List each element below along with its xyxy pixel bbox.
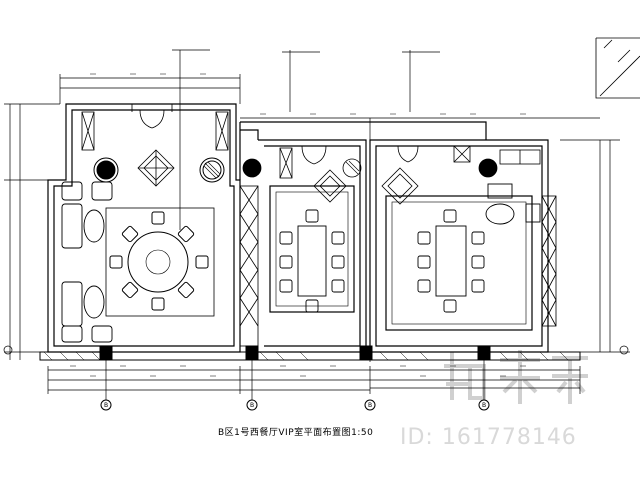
room-3-door xyxy=(397,145,541,178)
partition-1 xyxy=(239,158,262,347)
partition-2 xyxy=(541,195,557,327)
top-dimensions xyxy=(59,49,600,362)
room-2-walls xyxy=(240,121,370,353)
room-3-walls xyxy=(369,121,549,353)
drawing-caption: B区1号西餐厅VIP室平面布置图1:50 xyxy=(218,428,374,437)
north-arrow-box xyxy=(595,37,640,99)
room-3-table xyxy=(417,183,541,313)
right-dimensions xyxy=(560,139,630,355)
bottom-wall xyxy=(39,345,581,361)
room-2-diamond xyxy=(313,169,347,203)
axis-label: B xyxy=(250,402,254,409)
bottom-dimensions xyxy=(47,360,581,400)
axis-label: B xyxy=(104,402,108,409)
room-2-door xyxy=(279,145,362,179)
room-3-diamond xyxy=(381,167,419,205)
axis-markers: B B B B xyxy=(100,399,490,411)
dimension-ticks xyxy=(70,73,526,377)
room-1-diamond xyxy=(137,149,175,187)
left-dimensions xyxy=(3,103,60,360)
axis-label: B xyxy=(368,402,372,409)
axis-label: B xyxy=(482,402,486,409)
room-1-walls xyxy=(47,103,241,353)
room-2-table xyxy=(279,209,345,313)
watermark-id: ID: 161778146 xyxy=(400,425,577,450)
room-1-round-table xyxy=(105,207,215,317)
room-1-columns xyxy=(93,157,225,183)
room-1-sofas xyxy=(61,181,113,343)
room-1-door xyxy=(81,104,229,151)
